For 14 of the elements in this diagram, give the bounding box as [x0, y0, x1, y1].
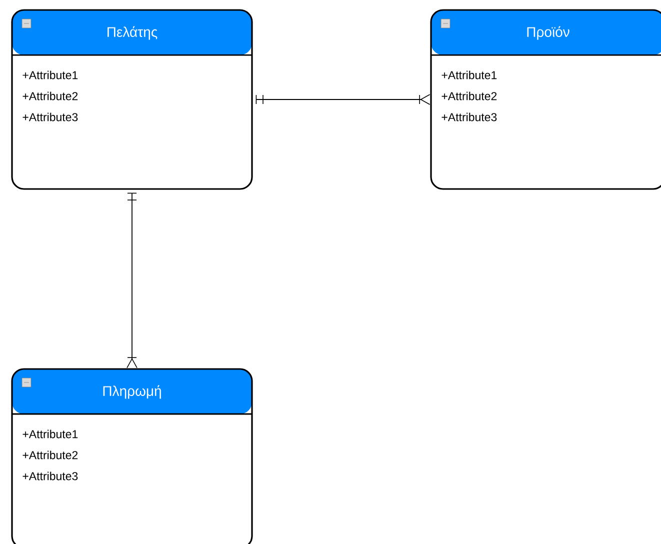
attribute-text: +Attribute3	[442, 112, 497, 122]
entity-title: Πελάτης	[108, 26, 158, 40]
relationship-line	[126, 192, 138, 368]
relationship-line	[256, 94, 430, 105]
attribute-text: +Attribute3	[22, 112, 78, 122]
attribute-text: +Attribute2	[22, 92, 78, 100]
attribute-text: +Attribute2	[442, 92, 497, 100]
attribute-text: +Attribute1	[22, 430, 78, 438]
entity-title: Προϊόν	[527, 26, 570, 40]
entity-title: Πληρωμή	[103, 385, 161, 399]
attribute-text: +Attribute1	[22, 70, 78, 80]
attribute-text: +Attribute3	[22, 472, 78, 480]
attribute-text: +Attribute1	[442, 70, 497, 80]
attribute-text: +Attribute2	[22, 450, 78, 460]
